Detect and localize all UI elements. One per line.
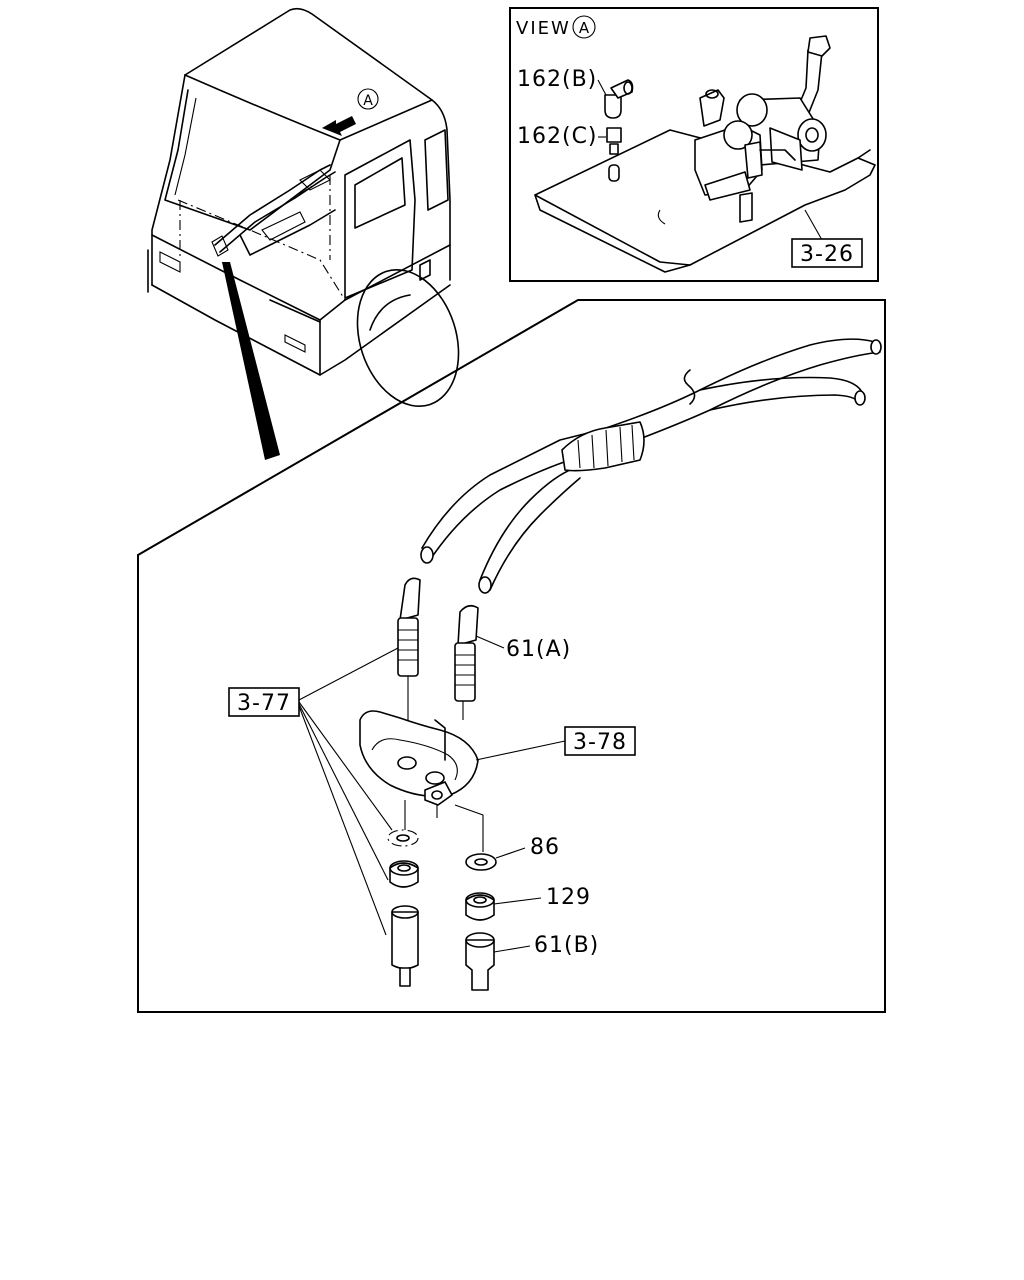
ref-box-3-78 (564, 726, 636, 756)
ref-box-3-77 (228, 687, 300, 717)
view-a-frame (509, 7, 879, 282)
view-marker: A (579, 19, 590, 37)
view-marker-circle (572, 15, 596, 39)
label-3-78: 3-78 (573, 730, 627, 755)
label-162c: 162(C) (517, 124, 598, 149)
label-3-77: 3-77 (237, 691, 291, 716)
label-61a: 61(A) (506, 637, 571, 662)
label-129: 129 (546, 885, 591, 910)
label-3-26: 3-26 (800, 242, 854, 267)
label-162b: 162(B) (517, 67, 597, 92)
detail-frame (137, 299, 886, 1013)
cab-view-marker: A (363, 93, 373, 109)
label-61b: 61(B) (534, 933, 599, 958)
view-title: VIEW (516, 18, 571, 39)
view-a-illustration (534, 35, 876, 273)
truck-cab-illustration: A (147, 7, 460, 460)
ref-box-3-26 (791, 238, 863, 268)
label-86: 86 (530, 835, 560, 860)
shift-cables (359, 338, 882, 991)
